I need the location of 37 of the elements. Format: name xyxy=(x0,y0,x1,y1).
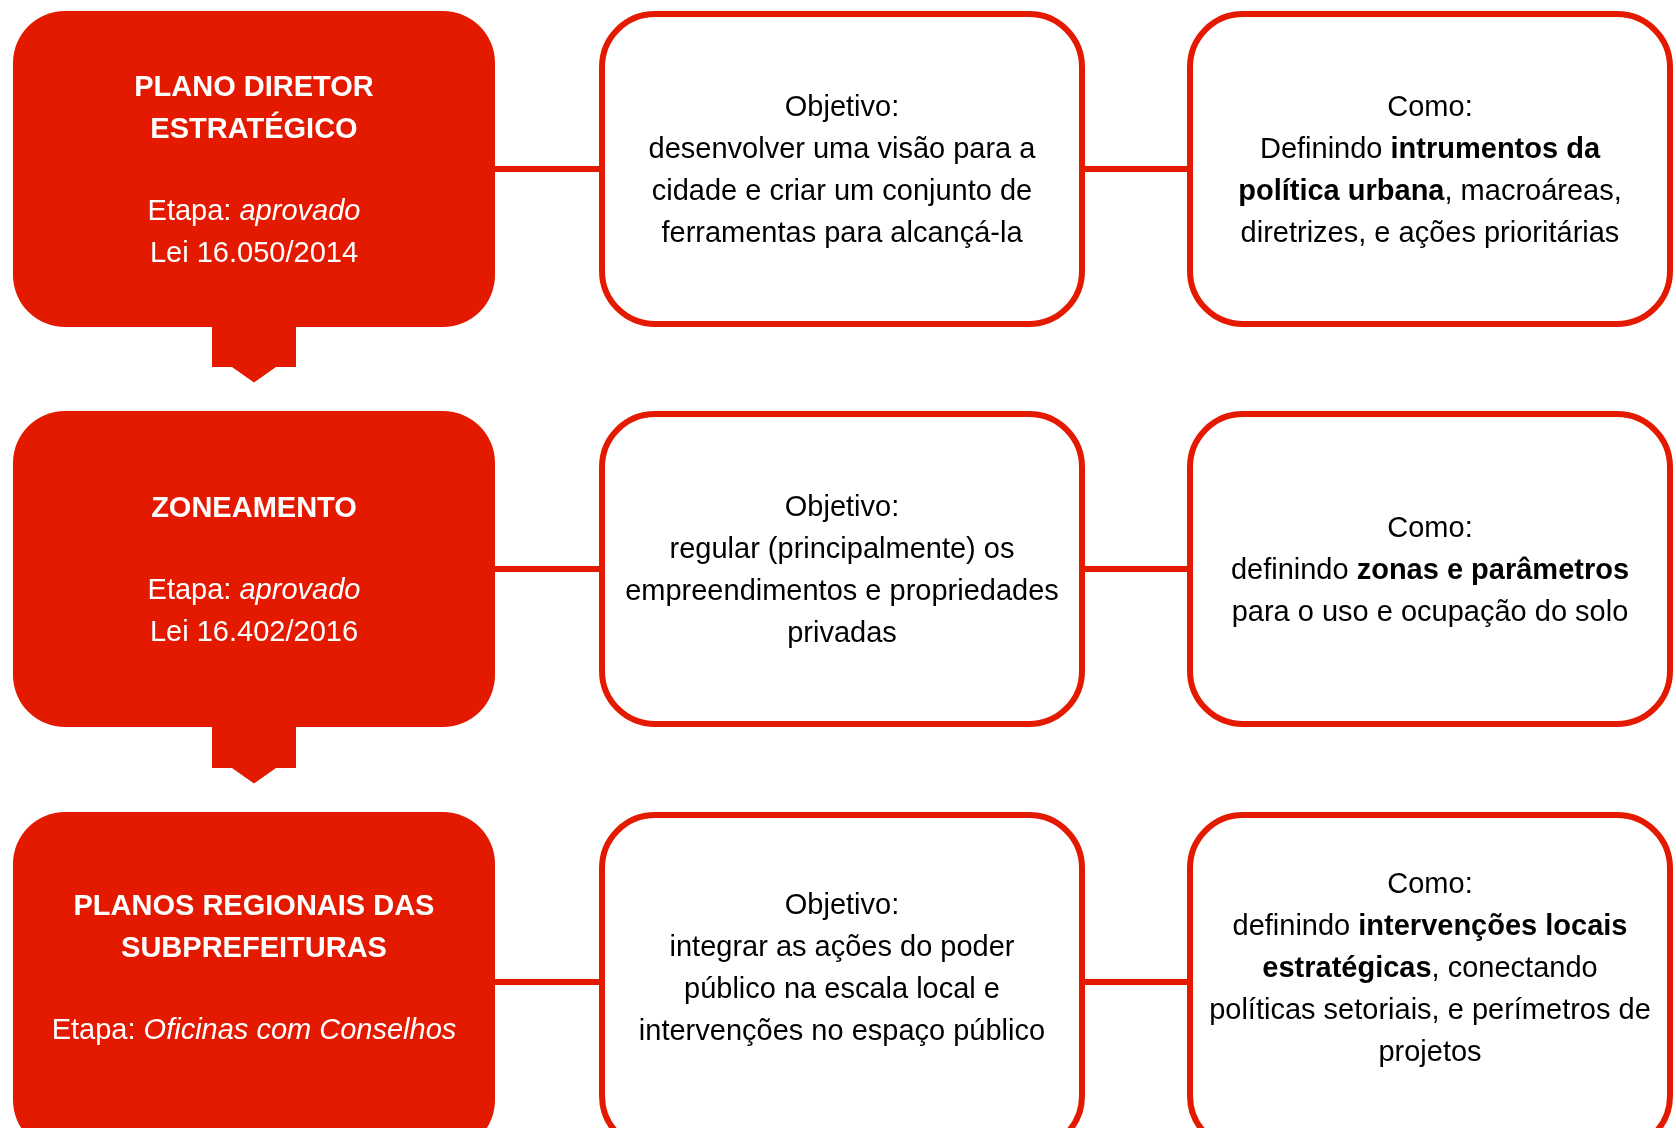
box-text: integrar as ações do poder público na escala local e intervenções no espaço público xyxy=(637,928,1047,1049)
info-box xyxy=(1187,411,1673,727)
box-text: desenvolver uma visão para a cidade e criar um conjunto de ferramentas para alcançá-la xyxy=(647,130,1037,251)
stage-detail: Etapa: aprovado xyxy=(147,193,361,228)
box-text: regular (principalmente) os empreendimentos e propriedades privadas xyxy=(624,530,1060,651)
info-box xyxy=(599,11,1085,327)
stage-box xyxy=(13,411,495,727)
box-heading: Objetivo: xyxy=(784,886,900,922)
connector-line xyxy=(495,979,599,985)
connector-line xyxy=(495,166,599,172)
connector-line xyxy=(1085,566,1187,572)
stage-box xyxy=(13,812,495,1128)
stage-detail: Etapa: aprovado xyxy=(147,571,361,607)
box-heading: Objetivo: xyxy=(784,488,900,524)
block-arrow xyxy=(212,327,296,383)
stage-title: ZONEAMENTO xyxy=(151,489,357,525)
box-heading: Como: xyxy=(1387,865,1473,901)
stage-title: PLANOS REGIONAIS DAS SUBPREFEITURAS xyxy=(72,887,436,965)
box-text: Definindo intrumentos da política urbana, macroáreas, diretrizes, e ações prioritárias xyxy=(1237,130,1623,251)
connector-line xyxy=(495,566,599,572)
stage-detail: Lei 16.050/2014 xyxy=(150,235,358,271)
box-heading: Como: xyxy=(1387,509,1473,545)
box-heading: Como: xyxy=(1387,88,1473,124)
box-text: definindo intervenções locais estratégicas, conectando políticas setoriais, e perímetros de projetos xyxy=(1209,907,1651,1070)
connector-line xyxy=(1085,166,1187,172)
stage-detail: Etapa: Oficinas com Conselhos xyxy=(51,1012,457,1047)
info-box xyxy=(1187,11,1673,327)
info-box xyxy=(1187,812,1673,1128)
block-arrow xyxy=(212,727,296,784)
info-box xyxy=(599,812,1085,1128)
connector-line xyxy=(1085,979,1187,985)
box-text: definindo zonas e parâmetros para o uso e ocupação do solo xyxy=(1229,551,1631,629)
info-box xyxy=(599,411,1085,727)
stage-box xyxy=(13,11,495,327)
stage-detail: Lei 16.402/2016 xyxy=(150,614,358,649)
stage-title: PLANO DIRETOR ESTRATÉGICO xyxy=(133,68,375,146)
box-heading: Objetivo: xyxy=(784,88,900,124)
